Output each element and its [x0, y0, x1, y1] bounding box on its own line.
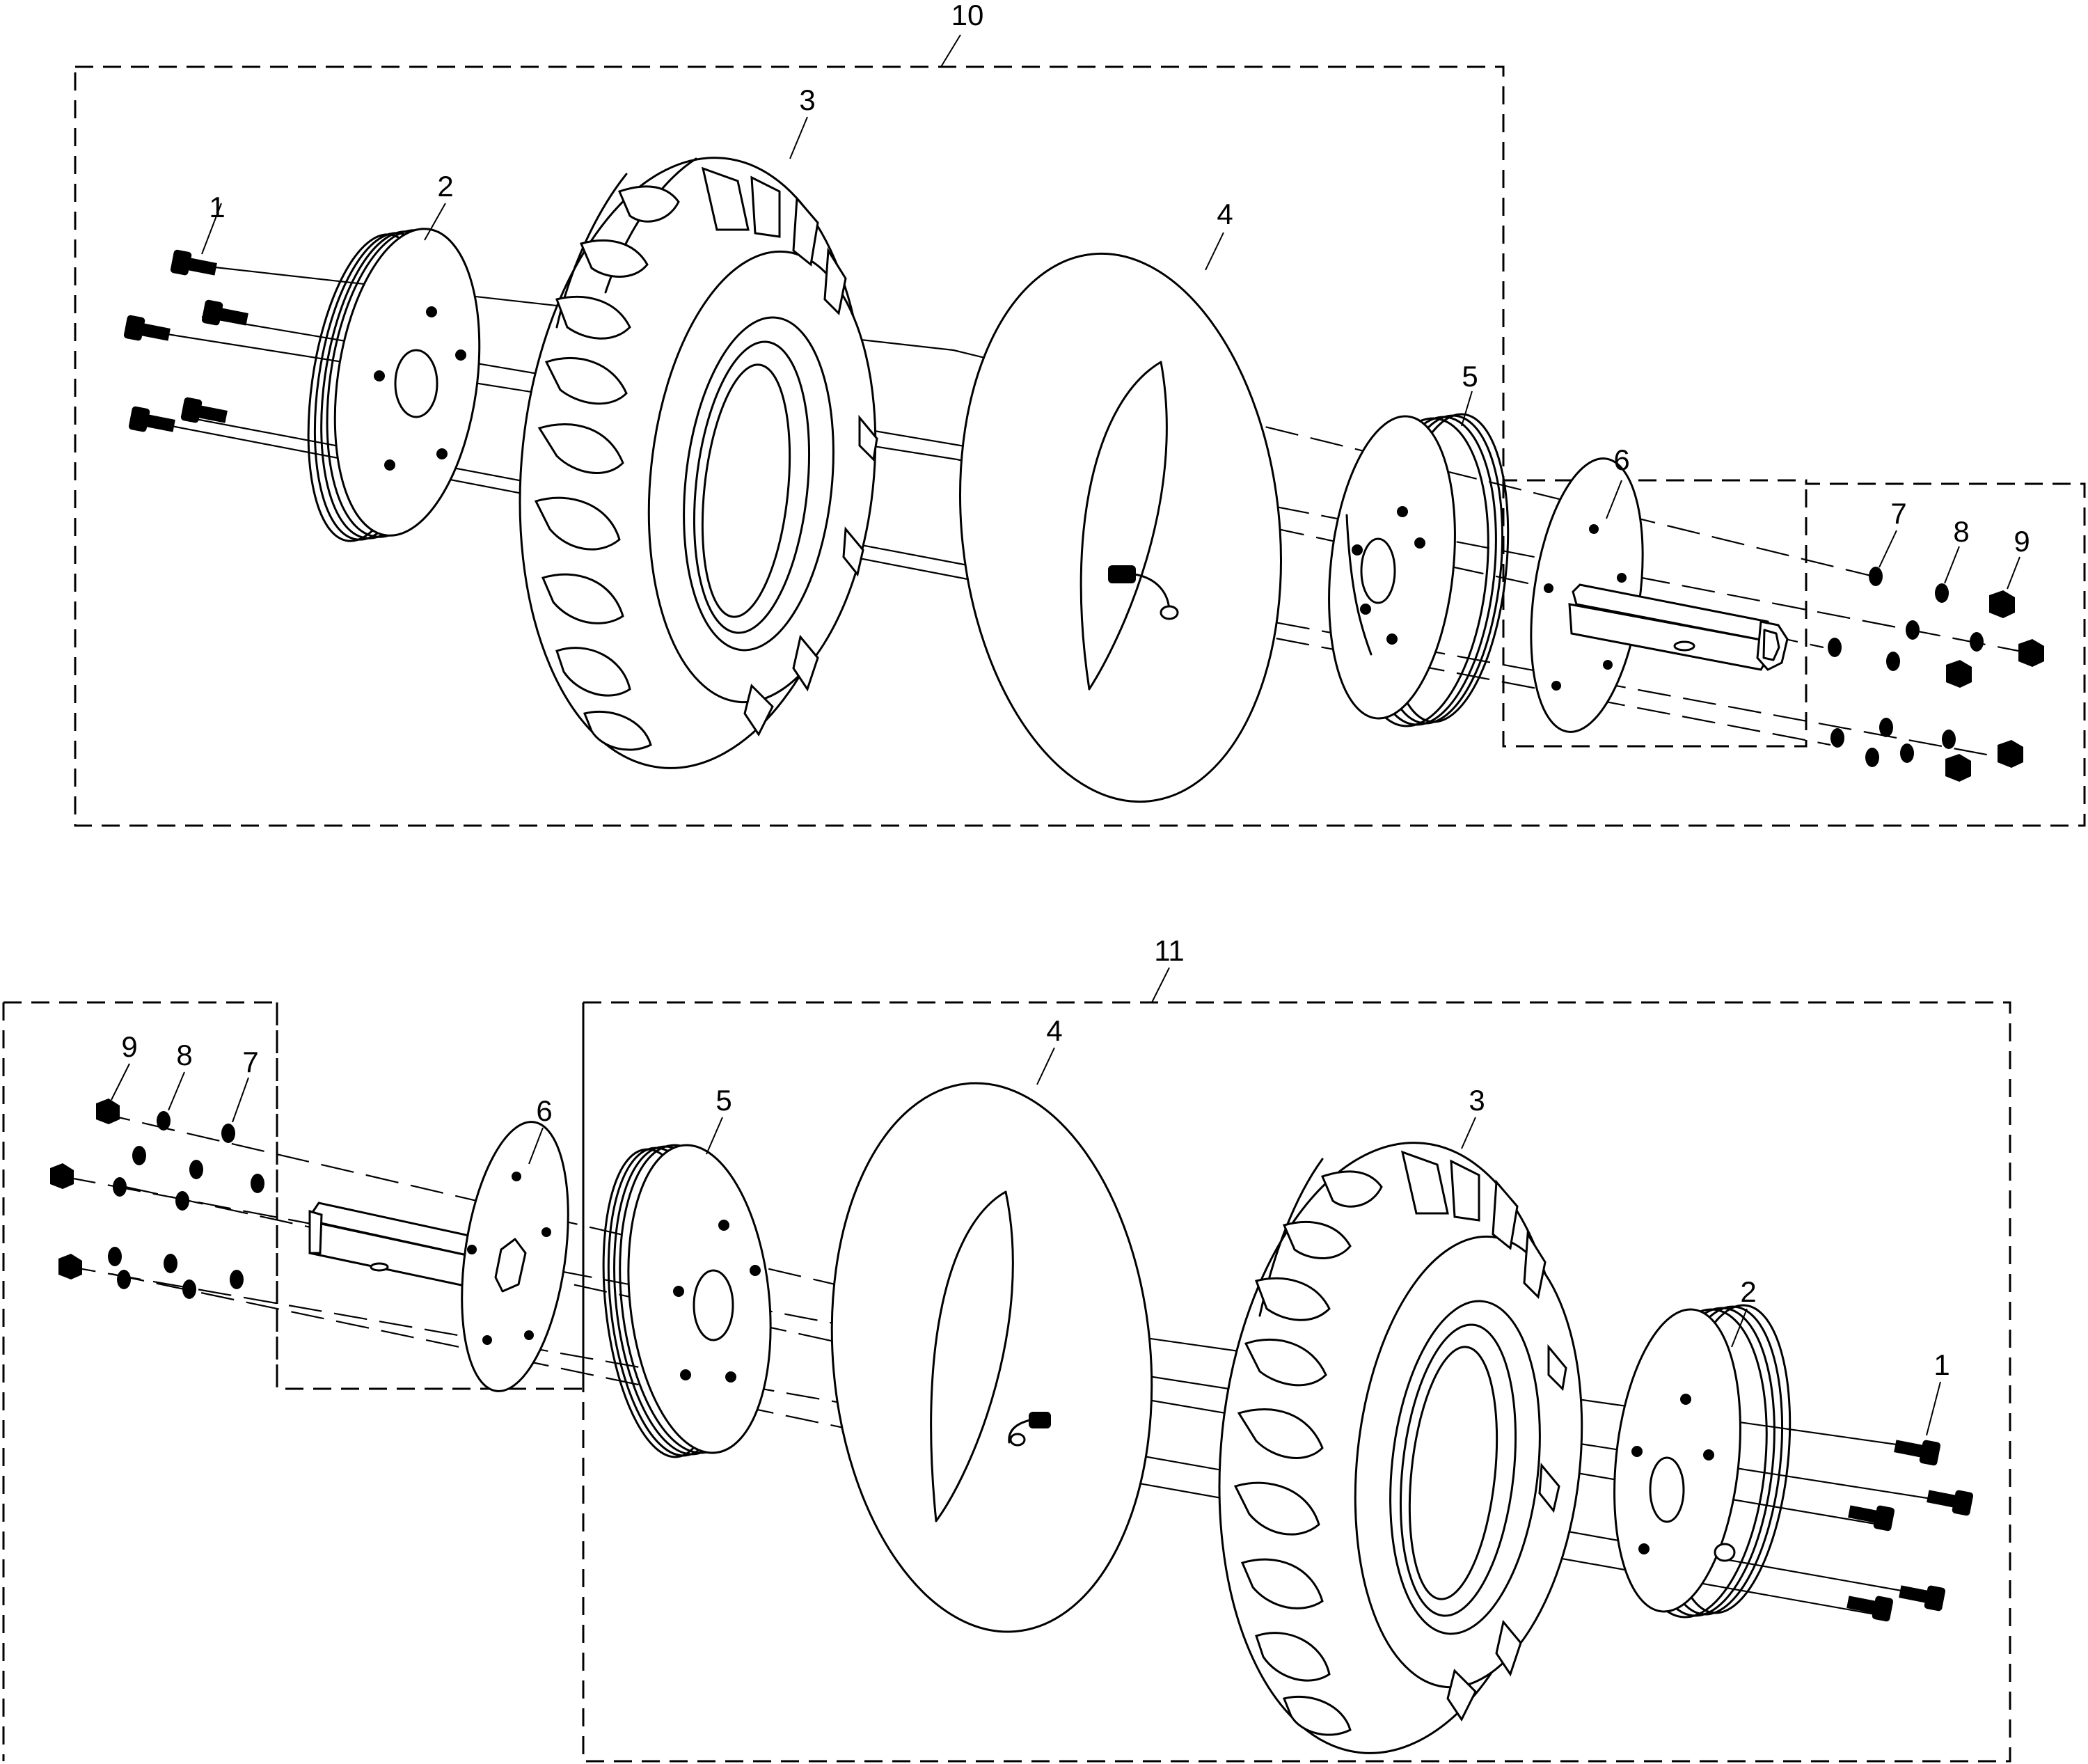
bottom-wheel-assembly: 11 9 8 7 6 5 4 3 2 1	[2, 934, 2011, 1763]
valve-stem-icon	[1108, 565, 1179, 620]
callout-part-3: 3	[1469, 1084, 1485, 1117]
callout-part-5: 5	[1462, 360, 1478, 393]
callout-part-8: 8	[176, 1039, 192, 1071]
top-callout-labels: 10 1 2 3 4 5 6 7 8 9	[209, 0, 2030, 558]
inner-tube-top	[959, 252, 1282, 803]
callout-part-1: 1	[1933, 1348, 1949, 1381]
bottom-callout-labels: 11 9 8 7 6 5 4 3 2 1	[121, 934, 1949, 1381]
bottom-leader-lines	[111, 967, 1941, 1436]
rim-outer-half-top	[307, 228, 481, 542]
callout-part-6: 6	[1613, 443, 1629, 476]
callout-part-2: 2	[1740, 1275, 1756, 1308]
callout-part-7: 7	[1890, 497, 1906, 530]
assembly-10-boundary	[74, 65, 2086, 827]
bolt-icon	[1927, 1490, 1974, 1516]
bolt-icon	[1846, 1596, 1894, 1622]
bolt-icon	[180, 397, 228, 423]
callout-part-5: 5	[715, 1084, 731, 1117]
tyre-top	[519, 157, 878, 769]
callout-assembly-11: 11	[1154, 934, 1185, 967]
inner-tube-bottom	[830, 1082, 1153, 1633]
top-leader-lines	[201, 34, 2020, 590]
rim-outer-half-bottom	[1613, 1304, 1792, 1619]
callout-part-6: 6	[536, 1094, 552, 1127]
callout-part-2: 2	[437, 170, 453, 203]
hardware-group-boundary-top	[1502, 480, 1808, 748]
callout-part-9: 9	[2014, 525, 2030, 558]
callout-part-9: 9	[121, 1030, 137, 1063]
bolt-icon	[1894, 1440, 1941, 1466]
callout-part-3: 3	[799, 84, 815, 116]
rim-inner-half-bottom	[602, 1144, 772, 1458]
hardware-set-top	[1828, 567, 2044, 782]
assembly-11-boundary	[582, 1001, 2011, 1763]
bolt-icon	[128, 406, 175, 432]
bolt-set-bottom	[1846, 1440, 1974, 1622]
bolt-set-top	[123, 249, 248, 432]
tyre-lugs-bottom	[1233, 1150, 1567, 1736]
tyre-lugs-top	[534, 166, 878, 751]
rim-inner-half-top	[1328, 413, 1510, 727]
hub-flange-bottom	[308, 1121, 569, 1392]
bolt-icon	[123, 315, 171, 341]
tyre-bottom	[1218, 1142, 1583, 1754]
valve-stem-icon	[1008, 1412, 1051, 1447]
callout-assembly-10: 10	[951, 0, 984, 31]
bolt-icon	[1899, 1585, 1946, 1612]
callout-part-1: 1	[209, 191, 225, 223]
hardware-group-boundary-bottom	[2, 1001, 585, 1761]
callout-part-7: 7	[242, 1046, 258, 1078]
callout-part-4: 4	[1217, 198, 1233, 230]
hub-flange-top	[1530, 457, 1789, 733]
bolt-icon	[201, 299, 248, 326]
bolt-icon	[1848, 1505, 1895, 1531]
top-wheel-assembly: 10 1 2 3 4 5 6 7 8 9	[74, 0, 2086, 827]
callout-part-4: 4	[1046, 1014, 1062, 1047]
bolt-icon	[170, 249, 217, 276]
hardware-set-bottom	[50, 1098, 264, 1299]
callout-part-8: 8	[1953, 515, 1969, 548]
